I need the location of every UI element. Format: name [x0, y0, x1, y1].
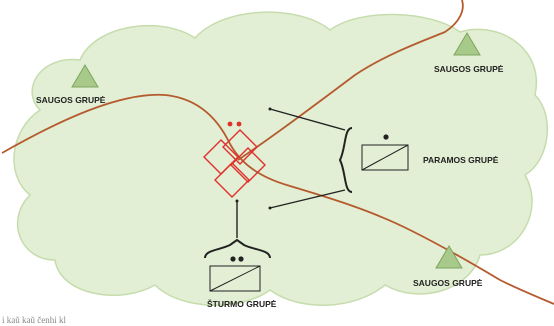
- support-unit-dot: [383, 134, 389, 140]
- protection-group-triangle-icon: [71, 64, 99, 88]
- assault-group-label: ŠTURMO GRUPĖ: [207, 298, 277, 309]
- road: [1, 93, 554, 305]
- objective-marker-dot: [227, 121, 233, 127]
- assault-line-end-dot: [235, 199, 239, 203]
- assault-bracket: [204, 238, 271, 259]
- road-branch: [237, 0, 464, 161]
- support-bracket: [338, 127, 353, 193]
- support-unit-diagonal: [361, 144, 409, 171]
- objective-target-diamonds: [203, 129, 266, 198]
- support-line-upper: [269, 108, 346, 131]
- assault-unit-dot: [230, 256, 236, 262]
- support-line-lower: [269, 189, 346, 209]
- protection-group-triangle-icon: [435, 245, 463, 269]
- objective-diamond: [214, 162, 250, 198]
- assault-unit-dot: [238, 256, 244, 262]
- caption-text: i kaŭ kaŭ čenhi kl: [2, 315, 66, 325]
- protection-group-top-right-label: SAUGOS GRUPĖ: [434, 64, 504, 74]
- support-group-label: PARAMOS GRUPĖ: [423, 155, 499, 165]
- support-unit-icon: [361, 144, 409, 171]
- assault-unit-diagonal: [209, 265, 261, 292]
- support-group: [268, 107, 409, 210]
- protection-group-left-label: SAUGOS GRUPĖ: [36, 95, 106, 105]
- assault-unit-icon: [209, 265, 261, 292]
- support-line-end-dot: [268, 107, 272, 111]
- support-line-end-dot: [268, 206, 272, 210]
- protection-group-triangle-icon: [453, 32, 481, 56]
- protection-group-bottom-right-label: SAUGOS GRUPĖ: [413, 278, 483, 288]
- objective-diamond: [222, 129, 258, 165]
- objective-diamond: [230, 147, 266, 183]
- assault-group: [204, 199, 271, 292]
- objective-marker-dot: [236, 121, 242, 127]
